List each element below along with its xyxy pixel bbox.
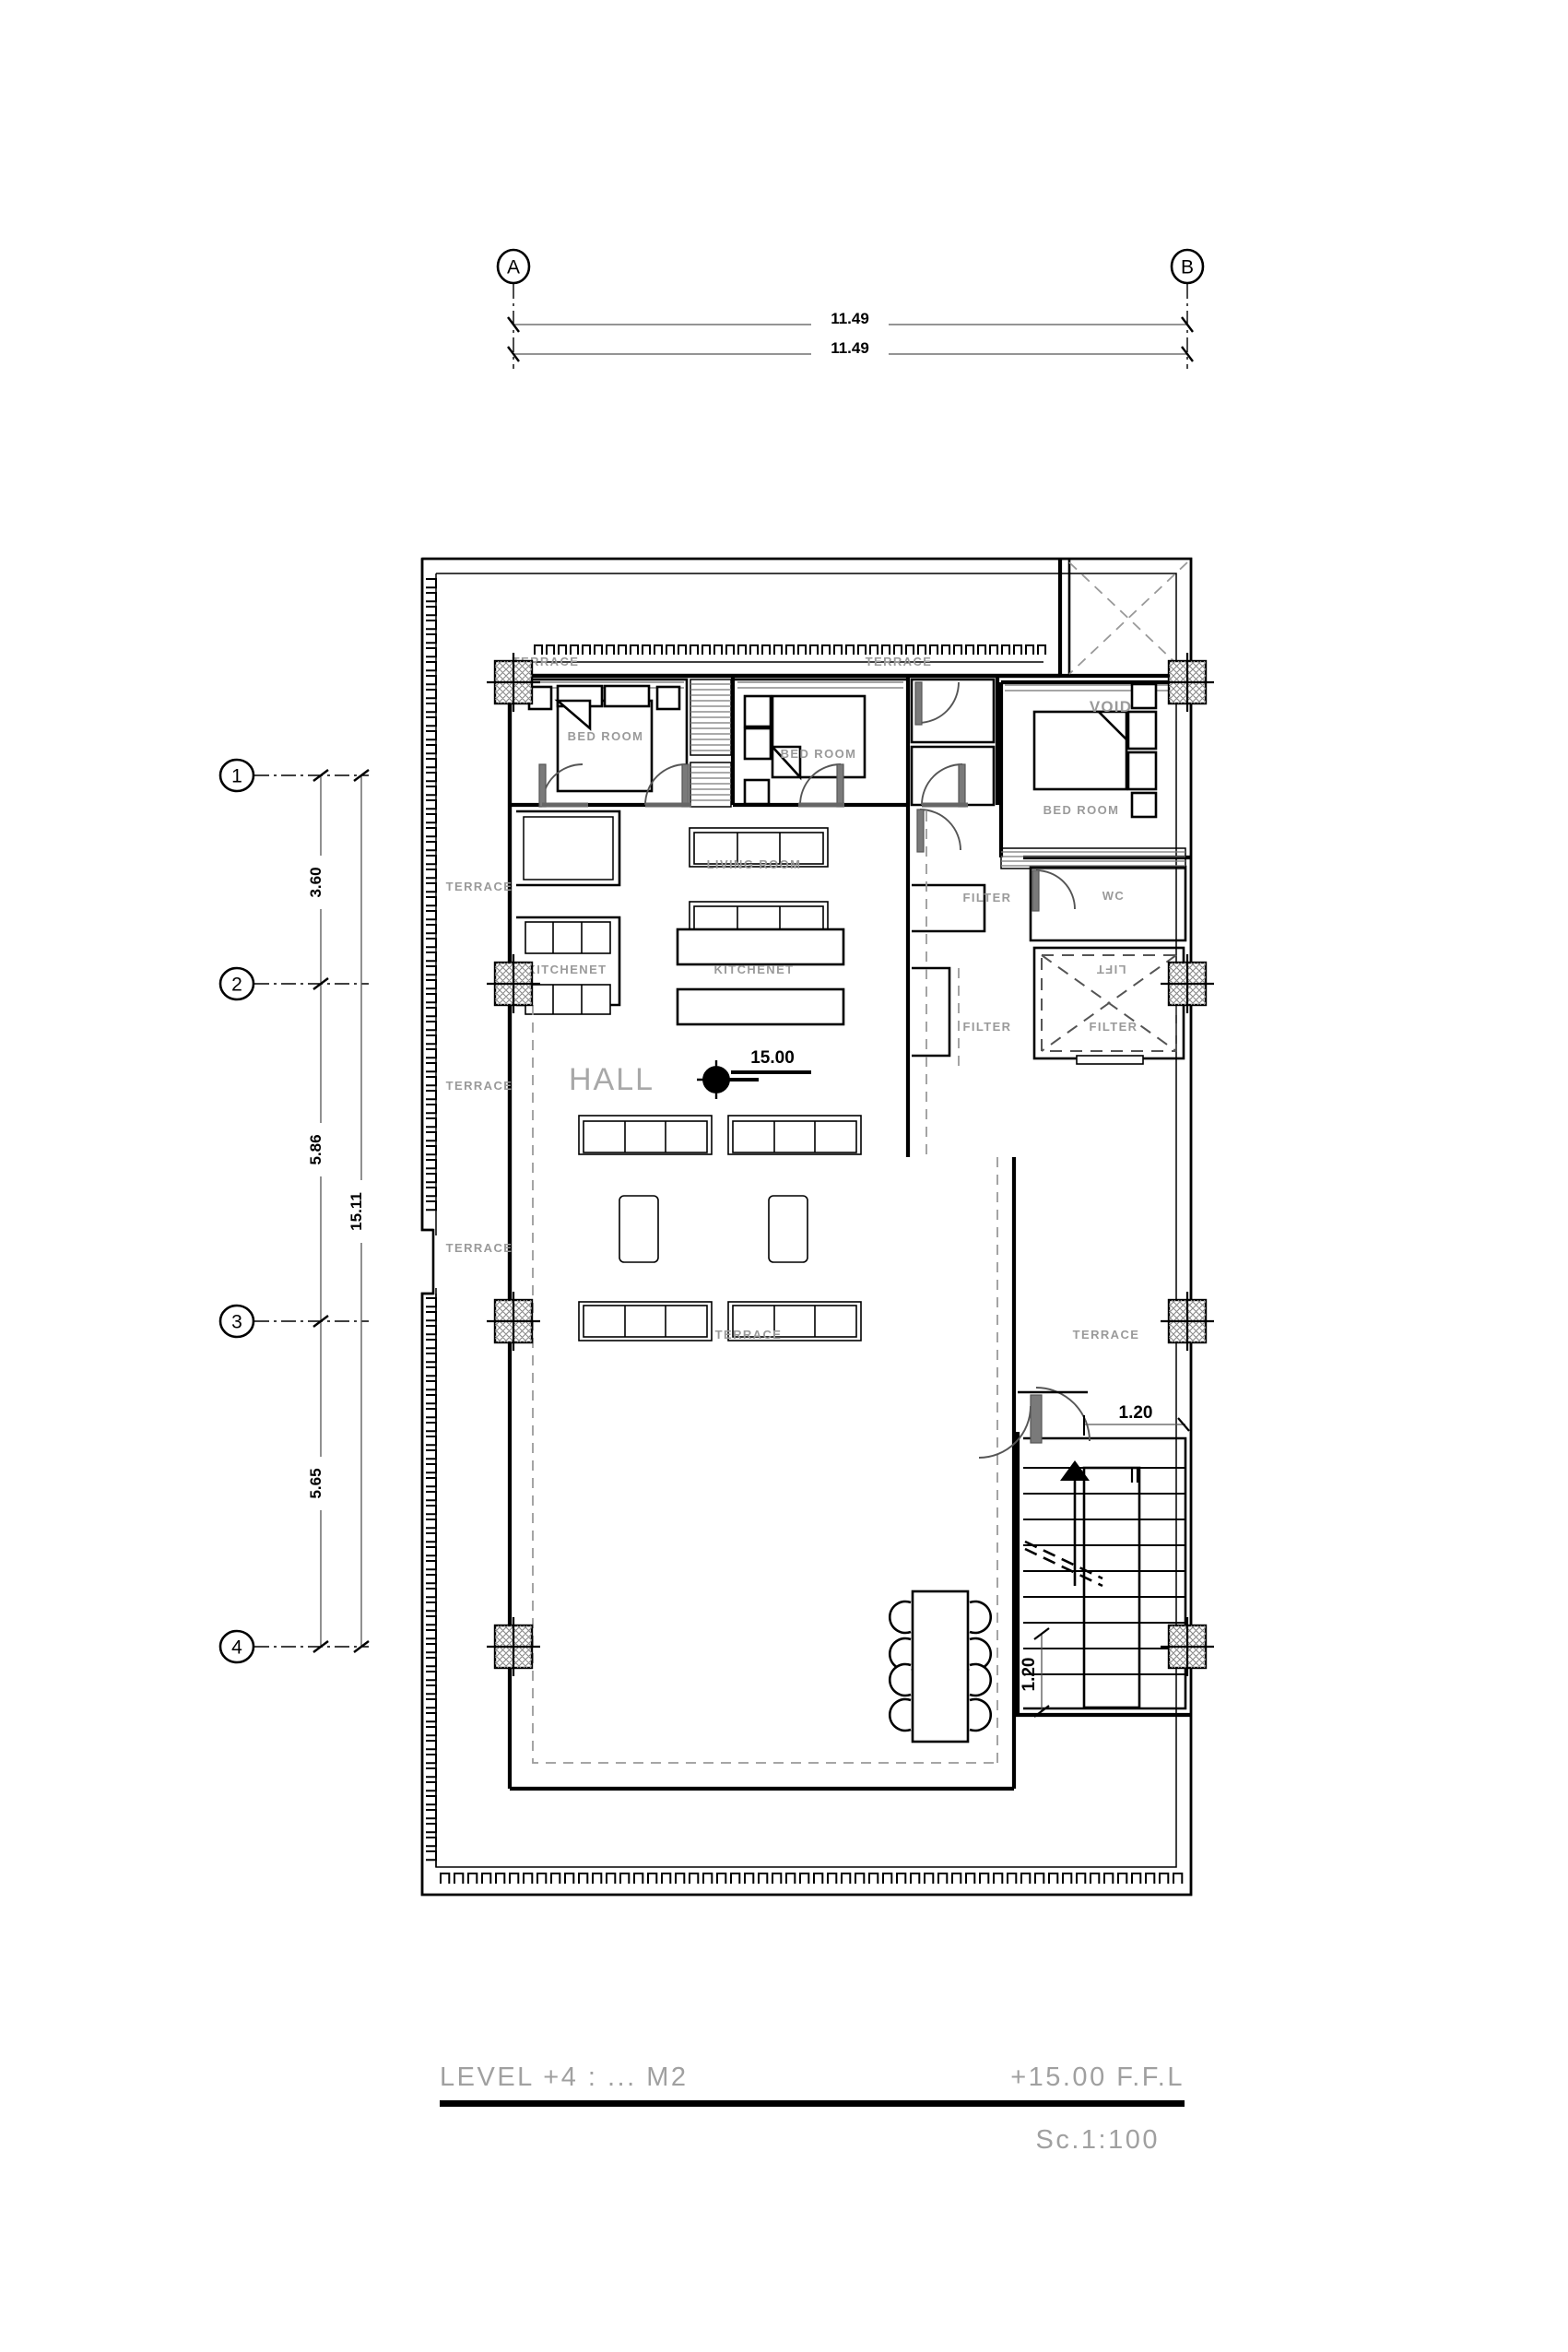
left-dimension-value-2: 5.86 xyxy=(307,1134,324,1164)
top-dimension-strip: A B 11.49 11.49 xyxy=(496,248,1205,369)
left-dimension-value-3: 5.65 xyxy=(307,1468,324,1498)
hall-sofa-1 xyxy=(578,1115,713,1155)
door-group-grid-2 xyxy=(538,681,966,853)
shaft-hatch-upper xyxy=(690,679,732,808)
bedroom-3: BED ROOM xyxy=(998,680,1185,857)
room-label-lift: LIFT xyxy=(1095,963,1126,976)
void-shaft: VOID xyxy=(1057,559,1188,715)
structural-column xyxy=(487,1292,540,1351)
door-bedroom-3-entry xyxy=(916,809,961,853)
level-marker-value: 15.00 xyxy=(750,1048,795,1068)
grid-label-3: 3 xyxy=(231,1312,242,1333)
structural-column xyxy=(1161,1292,1214,1351)
left-dimension-value-1: 3.60 xyxy=(307,867,324,897)
room-label-living-room: LIVING ROOM xyxy=(707,857,802,871)
grid-bubble-a: A xyxy=(496,248,531,369)
grid-label-4: 4 xyxy=(231,1637,242,1659)
grid-label-b: B xyxy=(1181,257,1194,278)
stair-dimension-value-v: 1.20 xyxy=(1020,1658,1039,1692)
room-label-terrace-left-1: TERRACE xyxy=(446,880,513,893)
kitchenet-left: KITCHENET xyxy=(516,810,621,1015)
room-label-filter-1: FILTER xyxy=(963,891,1012,904)
structural-column xyxy=(1161,1617,1214,1676)
structural-column xyxy=(487,1617,540,1676)
door-upper-right-a xyxy=(914,681,960,726)
top-dimension-value-1: 11.49 xyxy=(831,310,869,327)
grid-bubble-4: 4 xyxy=(218,1629,369,1664)
grid-bubble-b: B xyxy=(1170,248,1205,369)
structural-column xyxy=(487,653,540,712)
grid-bubble-3: 3 xyxy=(218,1304,369,1339)
left-dimension-strip: 1 2 3 4 3.60 5.86 xyxy=(218,758,371,1664)
plan-interior: BED ROOM BED ROOM xyxy=(446,559,1214,1791)
structural-column xyxy=(1161,954,1214,1013)
room-label-kitchenet-center: KITCHENET xyxy=(714,963,795,976)
top-dimension-line-1: 11.49 xyxy=(507,310,1194,333)
room-label-hall: HALL xyxy=(569,1062,654,1097)
hall: HALL 15.00 xyxy=(507,1005,1017,1791)
room-label-terrace-left-3: TERRACE xyxy=(446,1241,513,1255)
room-label-kitchenet-left: KITCHENET xyxy=(527,963,607,976)
title-ffl-text: +15.00 F.F.L xyxy=(1010,2062,1185,2092)
hall-sofa-3 xyxy=(578,1301,713,1341)
door-wc xyxy=(1032,869,1076,912)
grid-label-1: 1 xyxy=(231,766,242,787)
room-label-void: VOID xyxy=(1090,698,1132,715)
room-label-terrace-left-2: TERRACE xyxy=(446,1079,513,1093)
left-dimension-value-overall: 15.11 xyxy=(348,1192,365,1231)
living-room: LIVING ROOM KITCHENET xyxy=(507,805,911,1340)
wc-room: WC xyxy=(1023,855,1191,942)
room-label-bedroom-2: BED ROOM xyxy=(781,747,857,761)
room-label-terrace-top-right: TERRACE xyxy=(866,655,933,668)
corridor-hatch-band xyxy=(1000,847,1186,869)
left-dimension-overall: 15.11 xyxy=(348,769,371,1653)
grid-label-2: 2 xyxy=(231,975,242,996)
dining-table-set xyxy=(889,1590,992,1743)
door-stair xyxy=(978,1387,1091,1459)
level-marker: 15.00 xyxy=(697,1048,811,1099)
stair-dimension-horizontal: 1.20 xyxy=(1083,1403,1190,1436)
room-label-terrace-bottom-right: TERRACE xyxy=(1073,1328,1140,1341)
room-label-filter-3: FILTER xyxy=(1090,1020,1138,1034)
room-label-terrace-bottom-left: TERRACE xyxy=(715,1328,783,1341)
room-label-filter-2: FILTER xyxy=(963,1020,1012,1034)
room-label-bedroom-3: BED ROOM xyxy=(1043,803,1120,817)
bedroom-2: BED ROOM xyxy=(730,676,910,808)
stair-dimension-value-h: 1.20 xyxy=(1119,1403,1153,1423)
title-rule xyxy=(440,2100,1185,2107)
hall-sofa-4 xyxy=(727,1301,862,1341)
title-level-text: LEVEL +4 : ... M2 xyxy=(440,2062,689,2092)
room-label-bedroom-1: BED ROOM xyxy=(568,729,644,743)
title-scale-text: Sc.1:100 xyxy=(1036,2125,1160,2155)
filter-shafts: FILTER FILTER FILTER xyxy=(912,811,1138,1162)
left-dimension-chain: 3.60 5.86 5.65 xyxy=(307,769,331,1653)
grid-bubble-1: 1 xyxy=(218,758,369,793)
stair-dimension-vertical: 1.20 xyxy=(1020,1627,1050,1718)
bedroom-1: BED ROOM xyxy=(507,676,689,808)
upper-right-service-rooms xyxy=(905,676,1000,807)
balustrade-hatch-left-upper xyxy=(426,578,1184,1884)
structural-column xyxy=(1161,653,1214,712)
structural-columns xyxy=(487,653,1214,1676)
room-label-wc: WC xyxy=(1102,889,1125,903)
hall-sofa-2 xyxy=(727,1115,862,1155)
grid-label-a: A xyxy=(507,257,520,278)
staircase: 1.20 1.20 xyxy=(978,1387,1191,1718)
grid-bubble-2: 2 xyxy=(218,966,369,1001)
structural-column xyxy=(487,954,540,1013)
title-block: LEVEL +4 : ... M2 +15.00 F.F.L Sc.1:100 xyxy=(440,2062,1185,2155)
top-dimension-line-2: 11.49 xyxy=(507,339,1194,362)
top-dimension-value-2: 11.49 xyxy=(831,339,869,357)
